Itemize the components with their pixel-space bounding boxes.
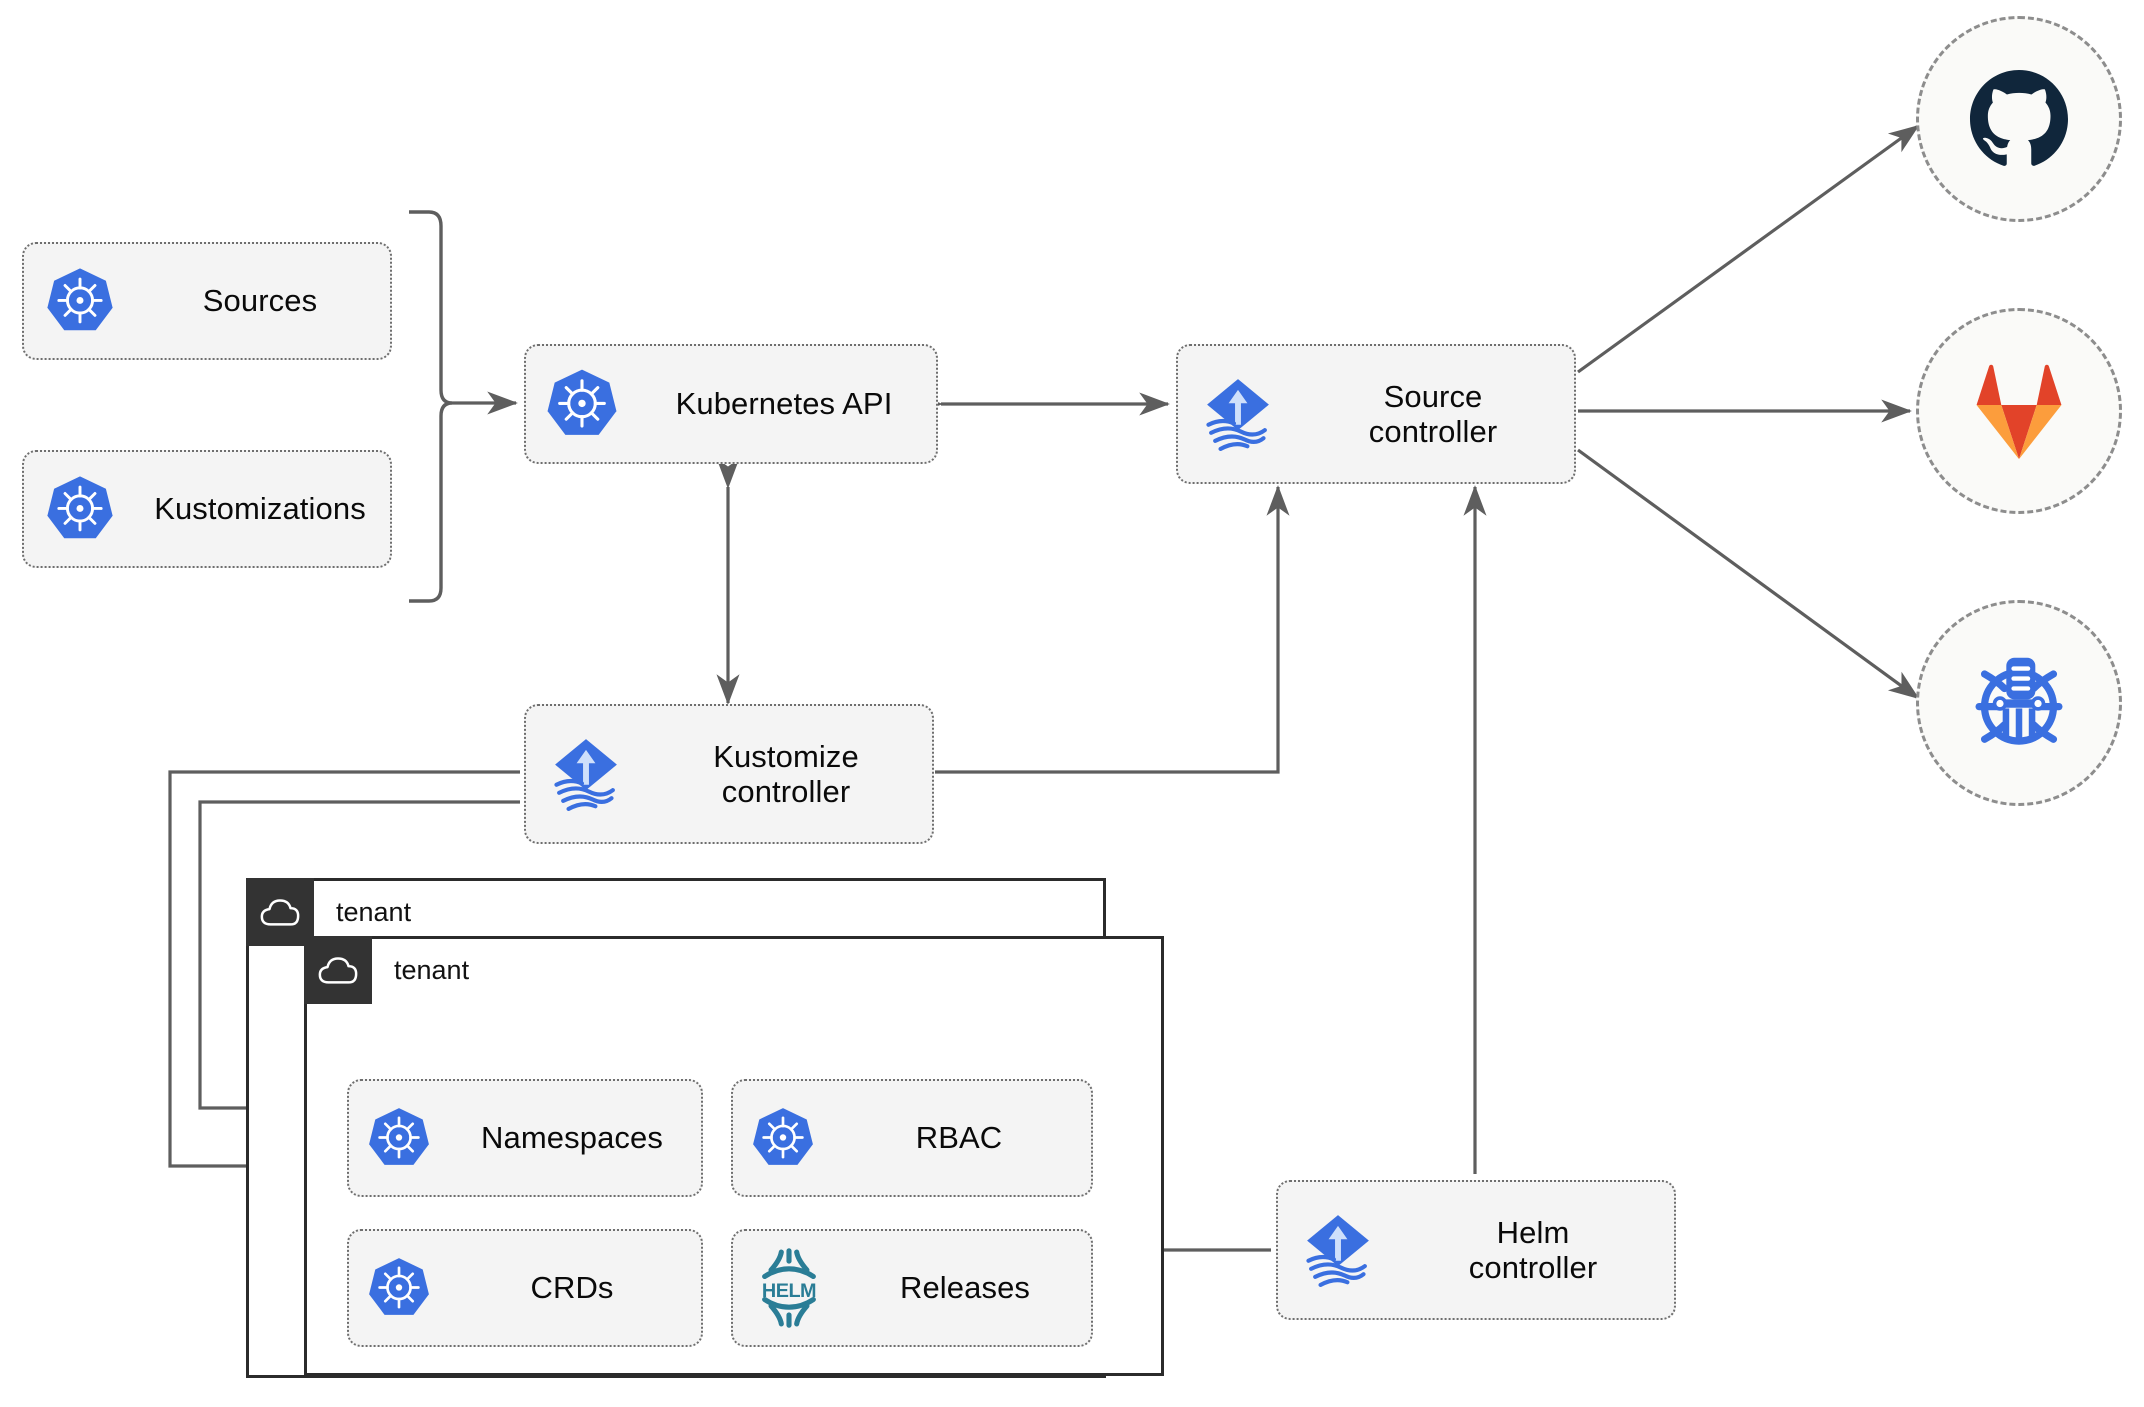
node-label: Kubernetes API (675, 386, 893, 422)
node-label: Sources (202, 283, 318, 319)
tenant-title-bar: tenant (304, 936, 469, 1004)
node-label: Namespaces (481, 1120, 663, 1156)
node-label: Releases (899, 1270, 1031, 1306)
node-kustomize-controller[interactable]: Kustomize controller (524, 704, 934, 844)
kubernetes-icon (24, 473, 136, 545)
helm-icon: HELM (733, 1247, 845, 1329)
node-source-controller[interactable]: Source controller (1176, 344, 1576, 484)
node-kustomizations[interactable]: Kustomizations (22, 450, 392, 568)
node-label: CRDs (530, 1270, 614, 1306)
tenant-title-bar: tenant (246, 878, 411, 946)
provider-gitlab[interactable] (1916, 308, 2122, 514)
kubernetes-icon (24, 265, 136, 337)
node-helm-controller[interactable]: Helm controller (1276, 1180, 1676, 1320)
flux-icon (1178, 371, 1298, 457)
cloud-icon (304, 936, 372, 1004)
edge-source-to-helm-repo (1577, 448, 1920, 700)
node-kubernetes-api[interactable]: Kubernetes API (524, 344, 938, 464)
node-rbac[interactable]: RBAC (731, 1079, 1093, 1197)
kubernetes-icon (349, 1105, 449, 1171)
node-label: Kustomize controller (713, 738, 859, 809)
tenant-label: tenant (336, 896, 412, 927)
kubernetes-icon (526, 366, 638, 442)
node-label: Helm controller (1468, 1214, 1598, 1285)
helm-repository-icon (1975, 657, 2063, 745)
tenant-front[interactable]: tenant Namespaces (304, 936, 1164, 1376)
kubernetes-icon (733, 1105, 833, 1171)
flux-icon (526, 731, 646, 817)
node-namespaces[interactable]: Namespaces (347, 1079, 703, 1197)
kubernetes-icon (349, 1255, 449, 1321)
provider-github[interactable] (1916, 16, 2122, 222)
provider-helm-repository[interactable] (1916, 600, 2122, 806)
node-label: Source controller (1368, 378, 1498, 449)
gitlab-icon (1976, 364, 2062, 460)
flux-icon (1278, 1207, 1398, 1293)
edge-kustomize-to-source (935, 485, 1290, 774)
bracket-sources-group (409, 210, 453, 603)
svg-text:HELM: HELM (762, 1280, 816, 1302)
github-icon (1970, 70, 2068, 166)
node-releases[interactable]: HELM Releases (731, 1229, 1093, 1347)
node-label: Kustomizations (154, 491, 366, 527)
node-sources[interactable]: Sources (22, 242, 392, 360)
node-crds[interactable]: CRDs (347, 1229, 703, 1347)
cloud-icon (246, 878, 314, 946)
tenant-label: tenant (394, 954, 470, 985)
node-label: RBAC (915, 1120, 1003, 1156)
edge-source-to-github (1577, 124, 1920, 374)
